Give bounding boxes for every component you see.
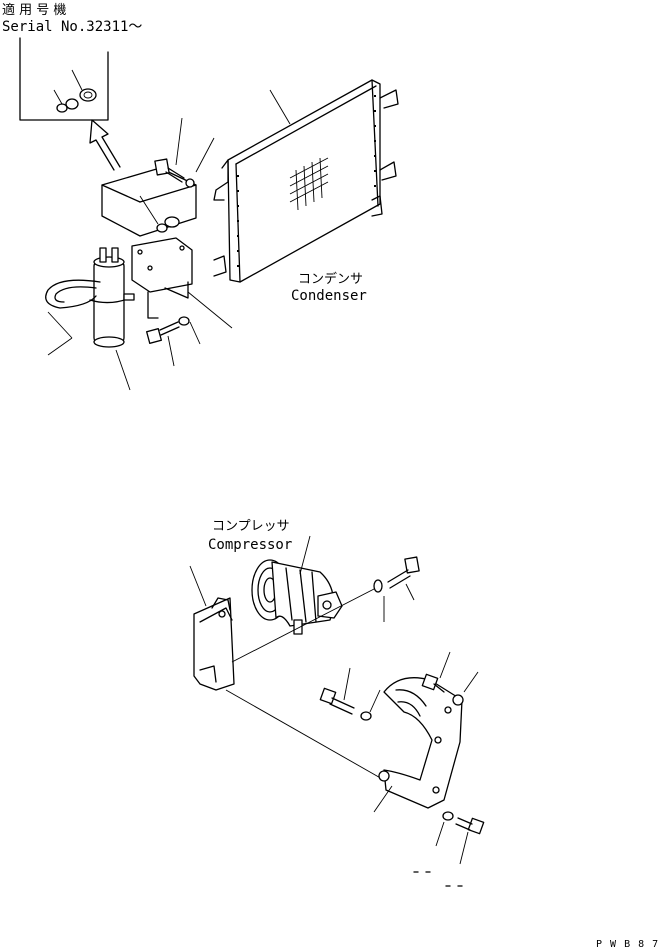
detail-inset (19, 37, 109, 121)
receiver-box (101, 167, 197, 237)
compressor (251, 535, 343, 635)
condenser-label: Condenser (291, 288, 367, 304)
condenser (213, 79, 399, 283)
compressor-label-jp: コンプレッサ (212, 519, 290, 534)
compressor-bracket (189, 565, 235, 691)
drawing-code: P W B 8 7 1 3 (596, 939, 666, 950)
detail-arrow (89, 119, 121, 171)
compressor-bolt (373, 556, 420, 622)
compressor-label: Compressor (208, 537, 292, 553)
top-bolt (154, 117, 215, 188)
applicable-serial-heading: 適 用 号 機 (2, 2, 66, 18)
receiver-drier (89, 247, 135, 391)
mount-bracket (373, 677, 463, 813)
assembly-lines (225, 587, 385, 781)
hose-clamp (45, 279, 101, 356)
bracket-fasteners (319, 651, 485, 887)
serial-number-label: Serial No.32311～ (2, 19, 142, 35)
receiver-bracket (131, 237, 233, 329)
bracket-bolt (146, 316, 201, 367)
condenser-label-jp: コンデンサ (298, 271, 363, 287)
